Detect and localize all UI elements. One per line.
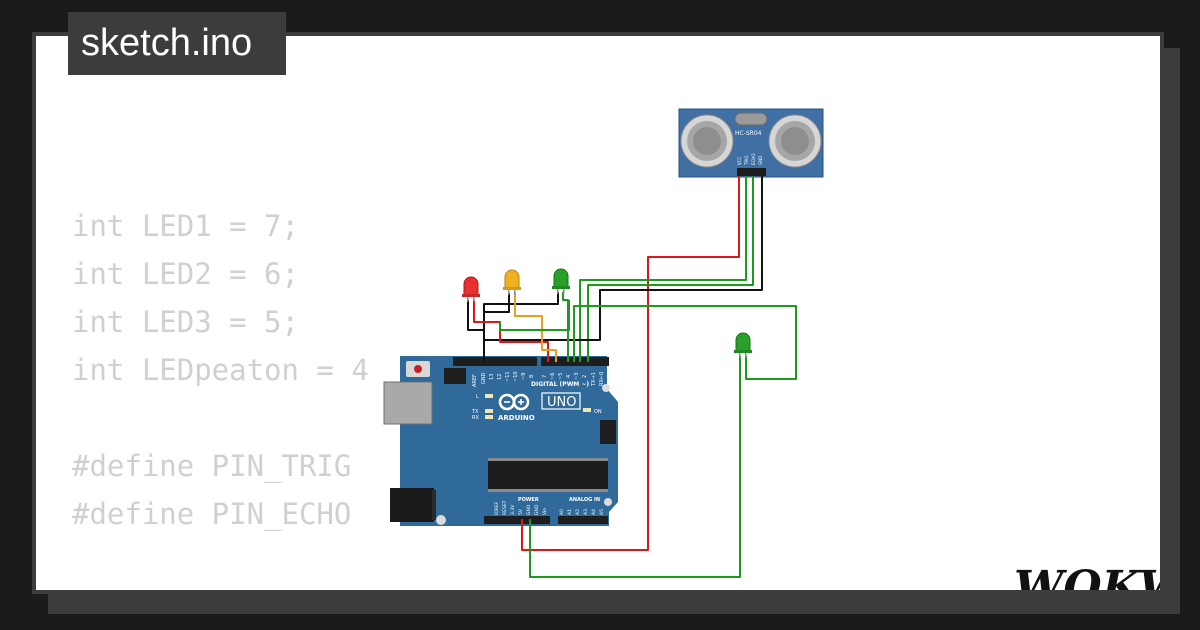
pin-label: GND (526, 504, 532, 515)
tx-led (485, 409, 493, 413)
tx-label: TX (471, 409, 479, 415)
wokwi-logo: WOKWi (1014, 562, 1164, 594)
pin-label: A3 (583, 509, 589, 515)
atmega-chip (488, 460, 608, 490)
wire-red[interactable] (473, 300, 549, 362)
rx-label: RX (472, 415, 479, 421)
led-pedestrian-green[interactable] (734, 332, 752, 358)
pin-label: 2 (582, 375, 588, 378)
led-red[interactable] (462, 276, 480, 302)
l-label: L (476, 394, 479, 400)
pin-label: A2 (575, 509, 581, 515)
arduino-uno-board[interactable]: AREF GND 13 12 ~11 ~10 ~9 8 7 ~6 ~5 4 ~3… (383, 356, 618, 526)
pin-label: GND (534, 504, 540, 515)
mounting-hole (436, 515, 446, 525)
wire-black[interactable] (483, 293, 510, 330)
power-label: POWER (518, 497, 539, 503)
pin-label: A0 (559, 509, 565, 515)
l-led (485, 394, 493, 398)
preview-card: int LED1 = 7; int LED2 = 6; int LED3 = 5; i… (32, 32, 1164, 594)
pin-label: ~10 (513, 371, 519, 382)
rx-led (485, 415, 493, 419)
power-jack (390, 488, 434, 522)
pin-label: ~5 (558, 373, 564, 380)
mounting-hole (604, 498, 612, 506)
mounting-hole (602, 384, 610, 392)
pin-label: 5V (518, 508, 524, 515)
sensor-model: HC-SR04 (735, 130, 762, 137)
pin-label: A1 (567, 509, 573, 515)
pin-label: TRIG (744, 155, 749, 166)
pin-label: GND (758, 156, 763, 165)
wires (467, 176, 797, 578)
digital-header-high (453, 357, 537, 366)
on-label: ON (594, 409, 602, 415)
pin-label: 3.3V (510, 504, 516, 515)
pin-label: ~6 (550, 373, 556, 380)
wire-black[interactable] (483, 176, 763, 362)
wire-green[interactable] (499, 300, 570, 331)
reset-button-cap (414, 365, 422, 373)
pin-label: 13 (489, 374, 495, 380)
wire-green[interactable] (529, 356, 741, 578)
file-name-tab[interactable]: sketch.ino (68, 12, 286, 75)
wire-orange[interactable] (514, 293, 557, 362)
wire-green[interactable] (587, 176, 754, 362)
pin-label: ~3 (574, 373, 580, 380)
code-preview: int LED1 = 7; int LED2 = 6; int LED3 = 5; i… (72, 202, 369, 538)
code-line: int LED3 = 5; (72, 305, 299, 339)
pin-label: 8 (529, 375, 535, 378)
usb-connector (383, 381, 433, 425)
circuit-diagram: AREF GND 13 12 ~11 ~10 ~9 8 7 ~6 ~5 4 ~3… (383, 108, 824, 578)
pin-label: GND (481, 372, 487, 384)
pin-label: IOREF (494, 501, 500, 515)
code-line: #define PIN_ECHO (72, 497, 352, 531)
code-line: #define PIN_TRIG (72, 449, 352, 483)
code-line: int LED2 = 6; (72, 257, 299, 291)
pin-label: AREF (472, 374, 478, 387)
wire-black[interactable] (467, 300, 485, 362)
wire-green[interactable] (562, 292, 569, 362)
ultrasonic-sensor[interactable]: HC-SR04 VCC TRIG ECHO GND (678, 108, 824, 178)
on-led (583, 408, 591, 412)
sensor-header (737, 168, 766, 176)
code-line: int LED1 = 7; (72, 209, 299, 243)
wire-green[interactable] (579, 176, 747, 362)
transducer-left-icon (680, 114, 734, 168)
pin-label: 7 (542, 375, 548, 378)
pin-label: VCC (737, 156, 742, 165)
transducer-right-icon (768, 114, 822, 168)
pin-label: 4 (566, 375, 572, 378)
analog-header (558, 516, 608, 524)
analog-label: ANALOG IN (569, 497, 600, 503)
pin-label: Vin (542, 508, 548, 515)
pin-label: ~11 (505, 371, 511, 382)
pin-label: RX←0 (599, 372, 605, 386)
pin-label: A4 (591, 509, 597, 515)
arduino-logo-icon (498, 393, 530, 411)
code-line: int LEDpeaton = 4 (72, 353, 369, 387)
digital-label: DIGITAL (PWM ~) (531, 381, 589, 388)
power-header (484, 516, 550, 524)
wire-red[interactable] (521, 176, 740, 551)
icsp-header (600, 420, 616, 444)
pin-label: RESET (502, 500, 508, 515)
wire-green[interactable] (573, 305, 797, 380)
wokwi-logo-text: WOKWi (1014, 562, 1164, 594)
pin-label: ~9 (521, 373, 527, 380)
crystal-oscillator (734, 112, 768, 126)
icsp-header (444, 368, 466, 384)
led-yellow[interactable] (503, 269, 521, 295)
pin-label: TX→1 (591, 372, 597, 387)
wire-black[interactable] (483, 292, 559, 312)
led-green[interactable] (552, 268, 570, 294)
pin-label: 12 (497, 374, 503, 380)
pin-label: A5 (599, 509, 605, 515)
pin-label: ECHO (751, 154, 756, 165)
board-model: UNO (547, 395, 576, 410)
board-brand: ARDUINO (498, 414, 535, 422)
